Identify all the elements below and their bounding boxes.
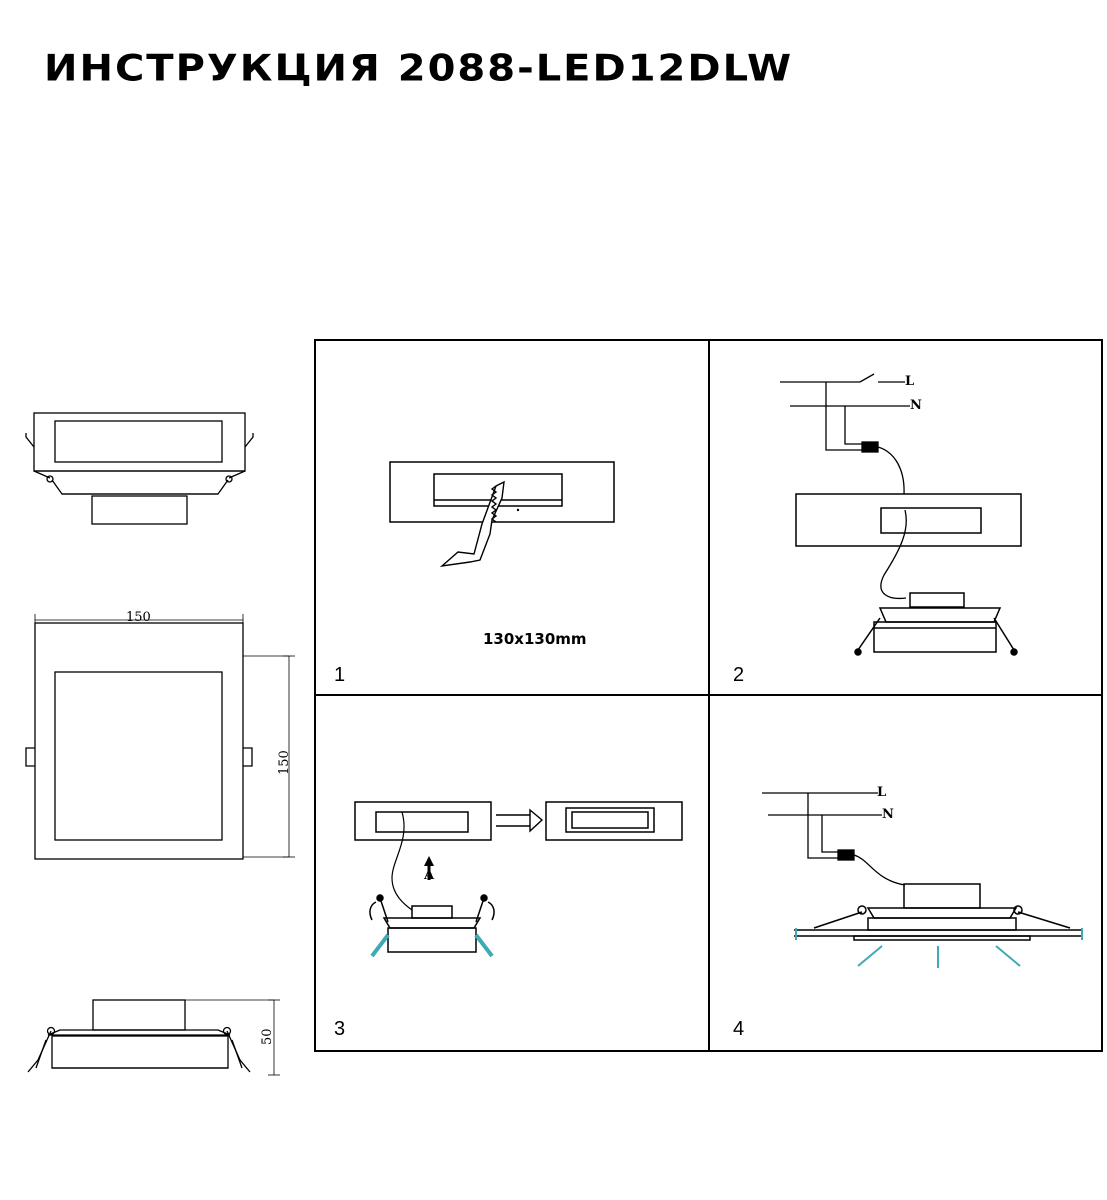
step-3-panel: A 3	[334, 801, 683, 1040]
luminaire-spring-compressed	[369, 894, 495, 953]
width-dimension-label: 150	[126, 610, 151, 625]
arrow-a-label: A	[423, 868, 435, 883]
dimension-lines	[34, 614, 295, 1076]
step-4-panel: L N 4	[733, 785, 1083, 1040]
wire-l-label-4: L	[877, 785, 886, 800]
mains-wiring	[780, 373, 910, 495]
step-2-panel: L N 2	[733, 373, 1022, 686]
ceiling-after	[545, 801, 683, 841]
ceiling-before	[354, 801, 492, 841]
mains-wiring-4	[762, 792, 906, 886]
light-rays	[857, 945, 1021, 968]
page-title: ИНСТРУКЦИЯ 2088-LED12DLW	[44, 47, 794, 90]
wire-n-label: N	[910, 398, 922, 413]
step-3-number: 3	[334, 1018, 345, 1040]
step-1-number: 1	[334, 664, 345, 686]
spring-clip-highlight	[370, 933, 494, 958]
installed-luminaire	[794, 883, 1082, 941]
steps-grid	[314, 339, 1103, 1052]
wire-n-label-4: N	[882, 807, 894, 822]
luminaire	[854, 592, 1018, 656]
wire-l-label: L	[905, 374, 914, 389]
height-dimension-label: 150	[277, 750, 292, 775]
step-4-number: 4	[733, 1018, 744, 1040]
ceiling-edge-highlight	[795, 928, 1083, 940]
up-arrow-icon	[424, 856, 434, 880]
cutout-size-label: 130x130mm	[483, 630, 587, 648]
ceiling-with-hole	[795, 493, 1022, 547]
insert-arrow-icon	[496, 808, 544, 833]
top-view	[25, 622, 253, 860]
front-view	[25, 412, 254, 525]
step-2-number: 2	[733, 664, 744, 686]
depth-dimension-label: 50	[260, 1028, 275, 1045]
side-view	[27, 999, 251, 1073]
step-1-panel: 130x130mm 1	[334, 461, 615, 686]
saw-icon	[439, 480, 505, 568]
